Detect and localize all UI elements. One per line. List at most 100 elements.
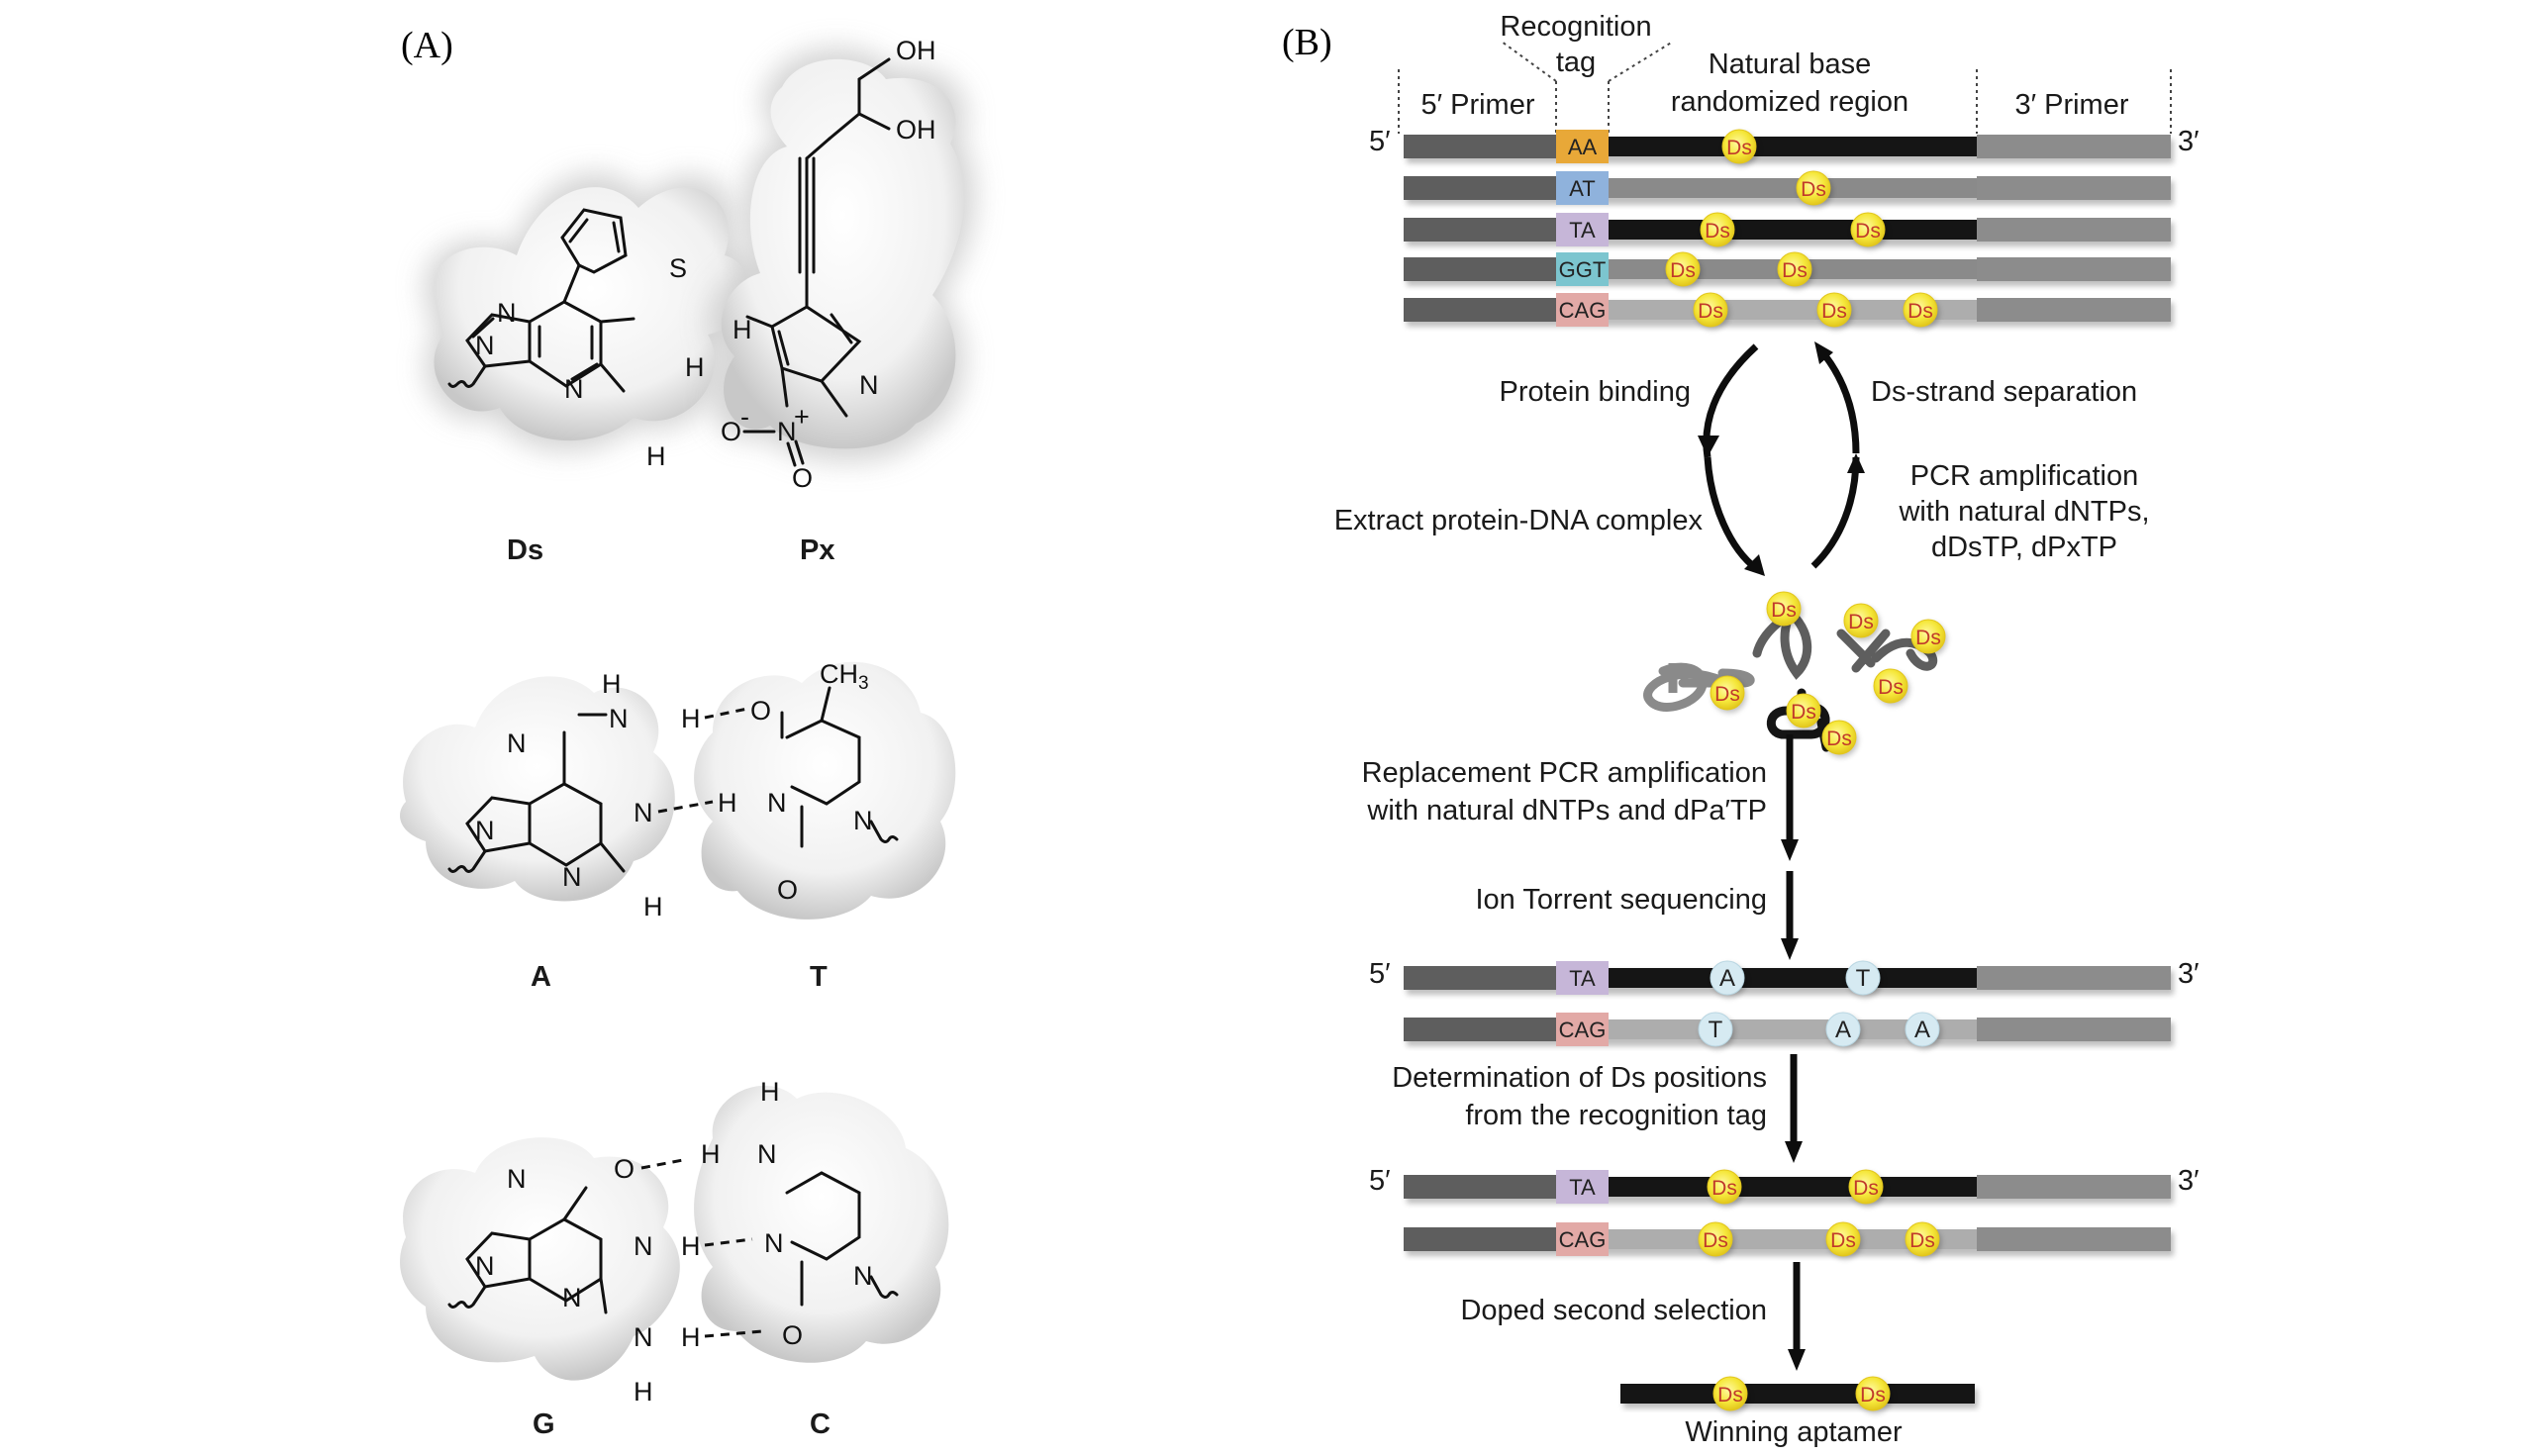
ds-marker: Ds	[1665, 251, 1702, 289]
g-structure: O N H N N N N H H	[447, 1154, 701, 1407]
ds-marker: Ds	[1796, 170, 1832, 208]
a-surface	[400, 676, 675, 902]
ds-label: Ds	[1782, 259, 1808, 282]
primer3-segment	[1977, 966, 2171, 990]
ds-marker: Ds	[1700, 212, 1736, 249]
px-surface	[721, 58, 965, 449]
px-atom-oh1: OH	[896, 36, 936, 65]
recognition-tag-label: GGT	[1559, 257, 1607, 282]
ds-marker: Ds	[1777, 251, 1813, 289]
c-atom-h-top: H	[760, 1077, 780, 1107]
arrowhead-doped-selection	[1788, 1349, 1806, 1371]
pcr-label-line3: dDsTP, dPxTP	[1931, 532, 2117, 563]
recognition-tag	[1556, 171, 1609, 205]
ds-marker: Ds	[1850, 212, 1887, 249]
px-atom-h: H	[733, 315, 752, 344]
ds-label: Ds	[1670, 259, 1696, 282]
ds-label: Ds	[1791, 701, 1816, 724]
primer5-segment	[1404, 1018, 1556, 1041]
doped-selection-label: Doped second selection	[1460, 1295, 1767, 1326]
g-c-hbond-1	[640, 1158, 684, 1170]
selection-cycle: Protein binding Extract protein-DNA comp…	[1334, 341, 2150, 576]
pcr-label-line1: PCR amplification	[1910, 460, 2138, 492]
recognition-tag-label-line2: tag	[1556, 47, 1596, 78]
primer5-label: 5′ Primer	[1420, 89, 1534, 121]
t-atom-o4: O	[750, 696, 771, 726]
recognition-tag-label-line1: Recognition	[1500, 11, 1651, 43]
c-structure: H N H N N O	[701, 1077, 899, 1350]
a-caption: A	[531, 961, 551, 993]
arrowhead-determination	[1785, 1141, 1803, 1163]
complex-1	[1643, 662, 1755, 712]
ds-atom-h1: H	[685, 352, 705, 382]
recognition-tag	[1556, 1222, 1609, 1256]
arrowhead-replacement-pcr	[1781, 839, 1799, 861]
g-surface	[400, 1137, 680, 1381]
randomized-segment	[1609, 1177, 1977, 1197]
recognition-tag	[1556, 130, 1609, 163]
c-surface	[694, 1085, 949, 1363]
recognition-tag	[1556, 252, 1609, 286]
ds-label: Ds	[1714, 683, 1740, 706]
t-atom-h3: H	[718, 788, 737, 818]
primer3-segment	[1977, 257, 2171, 281]
cycle-arrow-pcr	[1810, 456, 1860, 569]
ds-label: Ds	[1860, 1384, 1886, 1407]
primer5-segment	[1404, 298, 1556, 322]
ds-label: Ds	[1853, 1177, 1879, 1200]
g-atom-o6: O	[614, 1154, 635, 1184]
ds-strand-separation-label: Ds-strand separation	[1871, 376, 2137, 408]
randomized-segment	[1609, 220, 1977, 240]
determination-label-line1: Determination of Ds positions	[1392, 1062, 1767, 1094]
px-atom-n: N	[859, 370, 879, 400]
end5-label: 5′	[1369, 958, 1391, 990]
randomized-segment	[1609, 178, 1977, 198]
ds-label: Ds	[1771, 599, 1797, 622]
px-charge-plus: +	[794, 402, 810, 432]
recognition-tag-label: TA	[1569, 218, 1596, 243]
ds-label: Ds	[1909, 1229, 1935, 1252]
primer3-segment	[1977, 1018, 2171, 1041]
primer5-segment	[1404, 1175, 1556, 1199]
natural-region-label-line1: Natural base	[1709, 49, 1871, 80]
ds-label: Ds	[1703, 1229, 1728, 1252]
ds-marker: Ds	[1905, 1221, 1941, 1259]
protein-binding-label: Protein binding	[1500, 376, 1691, 408]
ds-marker: Ds	[1910, 619, 1947, 656]
base-label: T	[1856, 965, 1871, 992]
a-atom-n9: N	[475, 816, 495, 845]
px-atom-oh2: OH	[896, 115, 936, 145]
ds-label: Ds	[1826, 728, 1852, 750]
t-atom-n3: N	[767, 788, 787, 818]
primer5-segment	[1404, 966, 1556, 990]
pcr-label-line2: with natural dNTPs,	[1898, 496, 2149, 528]
ds-label: Ds	[1830, 1229, 1856, 1252]
randomized-segment	[1609, 968, 1977, 988]
recognition-tag-label: TA	[1569, 1175, 1596, 1200]
base-label: A	[1914, 1017, 1930, 1043]
ds-label: Ds	[1855, 220, 1881, 243]
a-atom-h-top: H	[602, 669, 622, 699]
primer3-segment	[1977, 135, 2171, 158]
ds-structure: N N N S H H	[447, 208, 705, 471]
panel-a: (A)	[400, 25, 975, 1440]
library-strand: TA Ds Ds	[1404, 212, 2174, 249]
end5-label: 5′	[1369, 126, 1391, 157]
ds-marker: Ds	[1848, 1169, 1885, 1207]
ds-surface	[434, 187, 748, 441]
c-atom-o2: O	[782, 1320, 803, 1350]
ds-marker: Ds	[1816, 292, 1853, 330]
px-atom-o-minus: O	[721, 417, 741, 446]
recognition-tag-label: CAG	[1559, 298, 1607, 323]
end3-label: 3′	[2178, 958, 2199, 990]
panel-a-label: (A)	[401, 25, 453, 66]
winning-aptamer-label: Winning aptamer	[1685, 1416, 1903, 1448]
primer5-segment	[1404, 257, 1556, 281]
recognition-tag	[1556, 1170, 1609, 1204]
